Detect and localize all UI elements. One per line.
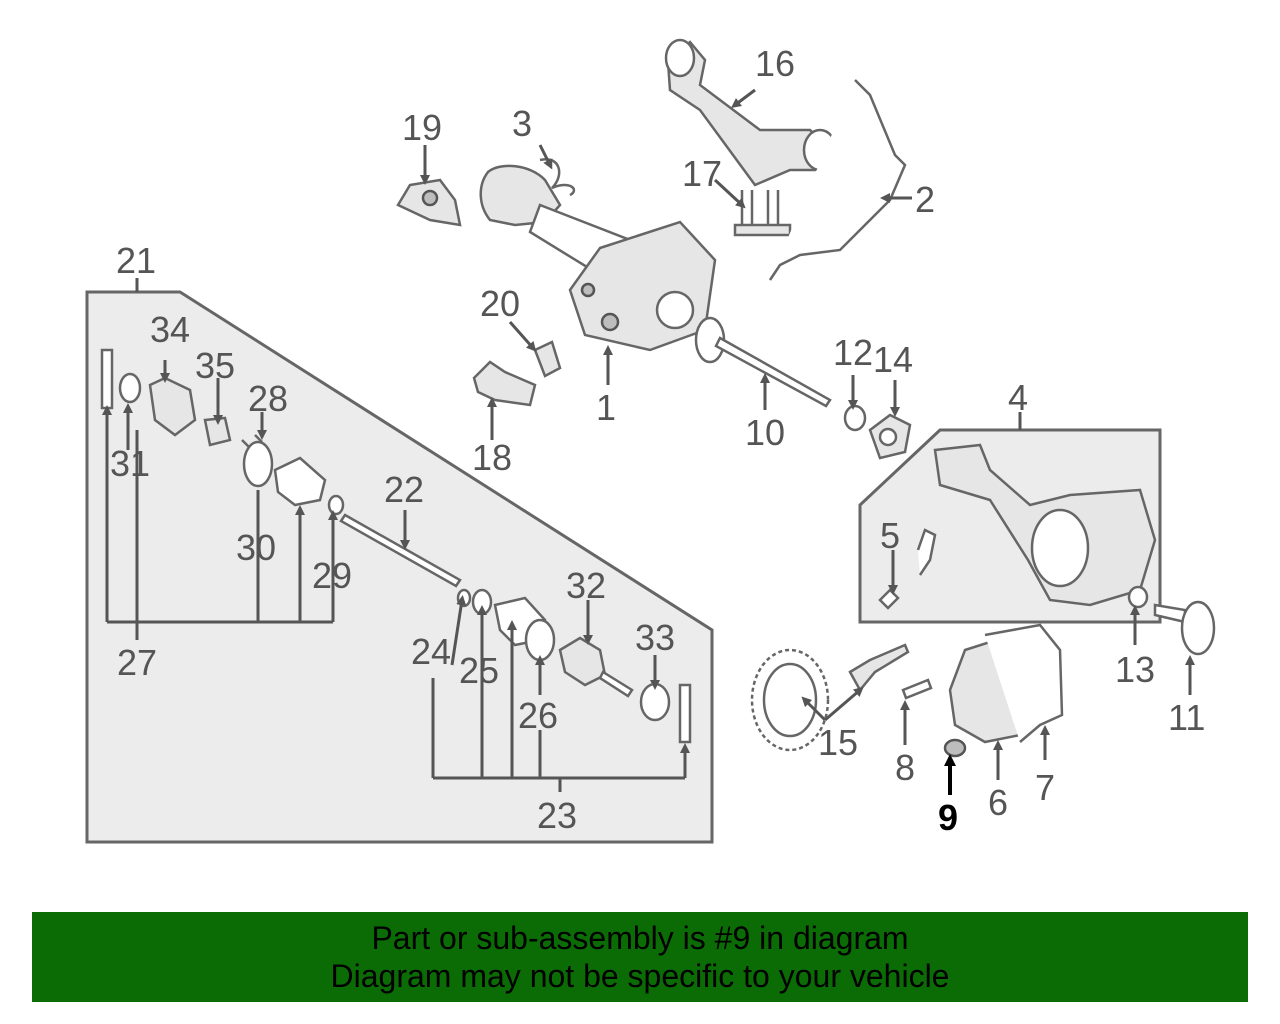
info-banner: Part or sub-assembly is #9 in diagram Di… xyxy=(32,912,1248,1002)
seal-33 xyxy=(639,682,671,722)
banner-line-1: Part or sub-assembly is #9 in diagram xyxy=(371,920,909,956)
seal-13 xyxy=(1127,585,1149,609)
bushing-20 xyxy=(533,340,562,378)
carrier-case-4 xyxy=(933,443,1157,607)
flange-11 xyxy=(1153,600,1216,656)
callout-17: 17 xyxy=(682,153,722,194)
callout-9: 9 xyxy=(938,797,958,838)
banner-line-2: Diagram may not be specific to your vehi… xyxy=(330,958,950,994)
callout-28: 28 xyxy=(248,378,288,419)
callout-19: 19 xyxy=(402,107,442,148)
ring-gear-15 xyxy=(750,648,830,752)
bolt-8 xyxy=(901,678,933,700)
callout-35: 35 xyxy=(195,345,235,386)
cv-joint-32 xyxy=(558,636,634,698)
callout-29: 29 xyxy=(312,555,352,596)
callout-1: 1 xyxy=(596,387,616,428)
callout-25: 25 xyxy=(459,650,499,691)
leader-lines xyxy=(102,88,1195,795)
seal-12 xyxy=(843,404,867,432)
axle-shaft-10 xyxy=(694,316,832,408)
vent-tube-2 xyxy=(768,79,907,281)
gasket-7 xyxy=(984,623,1064,743)
callout-14: 14 xyxy=(873,339,913,380)
callout-26: 26 xyxy=(518,695,558,736)
pinion-15 xyxy=(848,643,910,693)
callout-7: 7 xyxy=(1035,767,1055,808)
callout-33: 33 xyxy=(635,617,675,658)
callout-34: 34 xyxy=(150,309,190,350)
clip-5b xyxy=(916,528,937,576)
seal-31 xyxy=(118,372,142,404)
callout-32: 32 xyxy=(566,565,606,606)
callout-16: 16 xyxy=(755,43,795,84)
bracket-18 xyxy=(472,360,537,407)
callout-15: 15 xyxy=(818,722,858,763)
callout-20: 20 xyxy=(480,283,520,324)
callout-21: 21 xyxy=(116,240,156,281)
callout-30: 30 xyxy=(236,527,276,568)
callout-labels: 1 2 3 4 5 6 7 8 9 10 11 12 13 14 15 16 1… xyxy=(110,43,1205,838)
joint-35 xyxy=(203,416,232,447)
callout-6: 6 xyxy=(988,782,1008,823)
callout-10: 10 xyxy=(745,412,785,453)
callout-31: 31 xyxy=(110,443,150,484)
callout-22: 22 xyxy=(384,469,424,510)
boot-30 xyxy=(273,456,327,507)
shaft-31-27 xyxy=(100,348,114,410)
plug-9 xyxy=(943,738,967,758)
shaft-22 xyxy=(339,513,462,588)
callout-12: 12 xyxy=(833,332,873,373)
bearing-14 xyxy=(868,413,912,460)
callout-13: 13 xyxy=(1115,649,1155,690)
stud-17 xyxy=(733,190,792,237)
mount-bracket-19 xyxy=(396,178,462,227)
band-30 xyxy=(242,440,274,488)
callout-2: 2 xyxy=(915,179,935,220)
callout-3: 3 xyxy=(512,103,532,144)
callout-24: 24 xyxy=(411,631,451,672)
callout-27: 27 xyxy=(117,642,157,683)
callout-8: 8 xyxy=(895,747,915,788)
callout-5: 5 xyxy=(880,515,900,556)
front-axle-housing xyxy=(479,164,717,352)
callout-4: 4 xyxy=(1008,377,1028,418)
callout-11: 11 xyxy=(1168,697,1205,738)
callout-18: 18 xyxy=(472,437,512,478)
band-26 xyxy=(524,618,556,662)
shaft-23 xyxy=(678,683,692,744)
callout-23: 23 xyxy=(537,795,577,836)
assembly-21-box xyxy=(85,290,714,844)
clip-24 xyxy=(456,588,472,608)
band-29 xyxy=(327,494,345,516)
